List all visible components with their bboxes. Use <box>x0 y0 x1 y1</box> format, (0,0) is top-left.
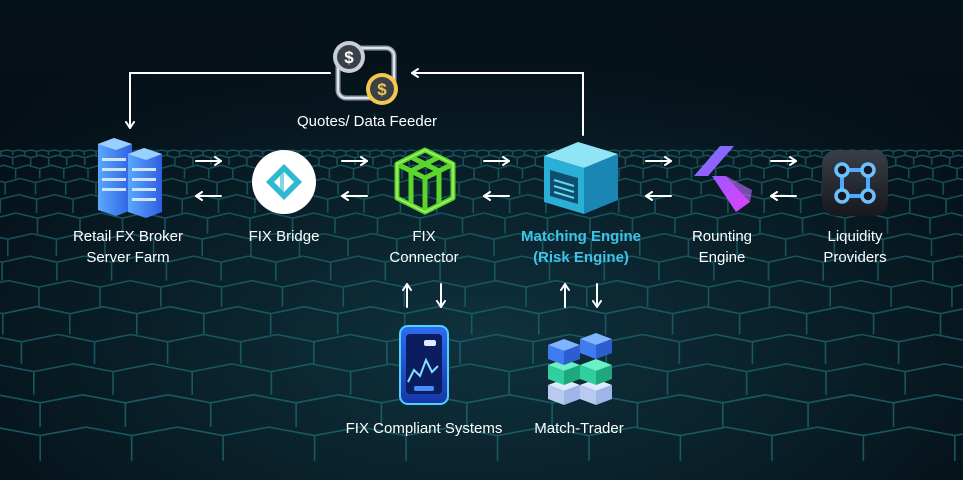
svg-text:$: $ <box>377 80 387 99</box>
fix-bridge-label: FIX Bridge <box>248 228 320 245</box>
routing-engine-label: Rounting Engine <box>691 228 753 266</box>
match-trader-label: Match-Trader <box>534 420 624 437</box>
broker-label: Retail FX Broker Server Farm <box>72 228 184 266</box>
bridge-logo-icon <box>252 150 316 214</box>
fix-connector-label: FIX Connector <box>389 228 459 266</box>
network-nodes-icon <box>822 150 888 216</box>
fix-compliant-systems-label: FIX Compliant Systems <box>345 420 503 437</box>
dollar-coins-icon: $ $ <box>333 41 398 105</box>
stacked-blocks-icon <box>548 333 612 405</box>
chevron-arrow-icon <box>694 146 752 212</box>
quotes-feeder-label: Quotes/ Data Feeder <box>296 113 438 130</box>
blue-box-icon <box>544 142 618 214</box>
server-rack-icon <box>98 138 162 218</box>
green-cube-icon <box>394 147 456 215</box>
svg-text:$: $ <box>344 48 354 67</box>
matching-engine-label: Matching Engine (Risk Engine) <box>521 228 641 266</box>
liquidity-providers-label: Liquidity Providers <box>823 228 887 266</box>
tablet-chart-icon <box>399 325 449 405</box>
